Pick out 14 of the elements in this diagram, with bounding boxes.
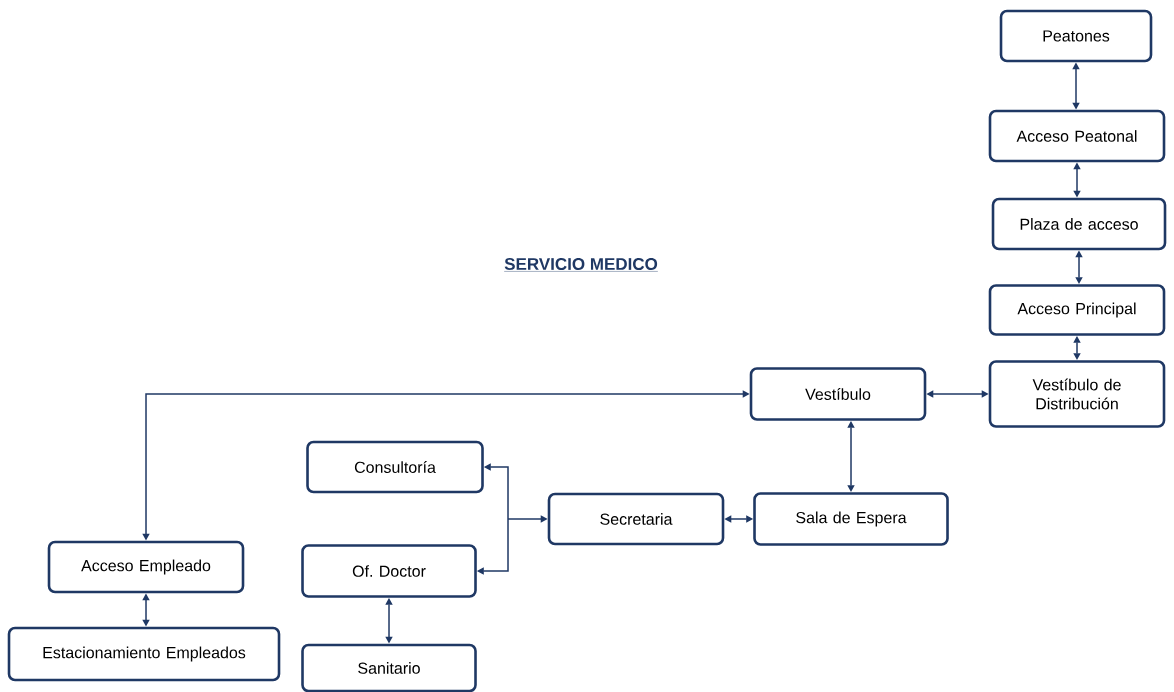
room-box: Sanitario: [301, 643, 477, 692]
title: SERVICIO MEDICO: [504, 257, 659, 272]
room-box: Acceso Empleado: [47, 540, 245, 594]
room-box: Secretaria: [547, 492, 725, 546]
room-box: Estacionamiento Empleados: [7, 626, 281, 682]
room-box: Plaza de acceso: [991, 197, 1167, 251]
room-box: Sala de Espera: [753, 492, 949, 546]
room-box: Consultoría: [306, 440, 484, 494]
room-box: Peatones: [999, 9, 1153, 63]
room-box: Acceso Principal: [988, 284, 1166, 336]
room-box: Vestíbulo: [749, 367, 927, 421]
room-box: Vestíbulo de Distribución: [988, 360, 1166, 428]
room-box: Of. Doctor: [301, 544, 477, 598]
room-box: Acceso Peatonal: [988, 109, 1166, 163]
